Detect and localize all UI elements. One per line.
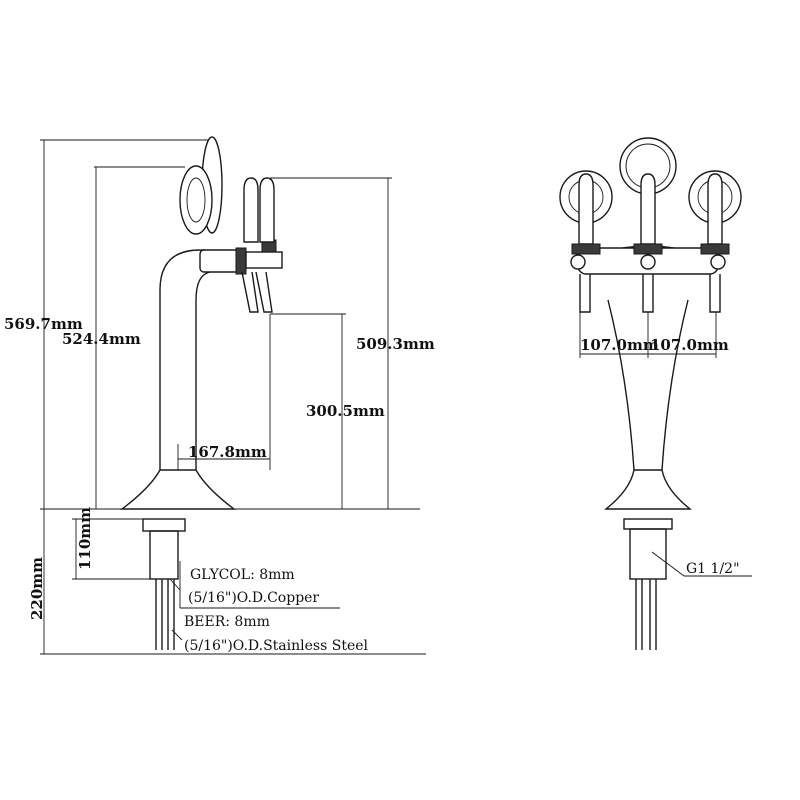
tap-handle-side-1 xyxy=(243,177,259,243)
tap-handle-front-center xyxy=(640,173,656,245)
note-thread: G1 1/2" xyxy=(686,561,740,577)
front-view xyxy=(559,137,752,650)
dim-total-height: 569.7mm xyxy=(4,315,83,333)
tap-handle-side-2 xyxy=(259,177,275,243)
tap-handle-front-right xyxy=(707,173,723,245)
dim-faucet-spacing-right: 107.0mm xyxy=(650,336,729,354)
dim-spout-height: 509.3mm xyxy=(356,335,435,353)
side-view xyxy=(40,136,426,655)
note-glycol-material: (5/16")O.D.Copper xyxy=(188,590,319,606)
dim-spout-reach: 167.8mm xyxy=(188,443,267,461)
dim-line-length: 220mm xyxy=(28,557,46,620)
note-beer-material: (5/16")O.D.Stainless Steel xyxy=(184,638,369,654)
dim-tower-height: 524.4mm xyxy=(62,330,141,348)
dim-shank-length: 110mm xyxy=(76,507,94,570)
note-beer-size: BEER: 8mm xyxy=(184,614,270,630)
tap-handle-front-left xyxy=(578,173,594,245)
dim-faucet-spacing-left: 107.0mm xyxy=(580,336,659,354)
dim-under-spout: 300.5mm xyxy=(306,402,385,420)
medallion-front xyxy=(179,165,213,235)
note-glycol-size: GLYCOL: 8mm xyxy=(190,567,295,583)
